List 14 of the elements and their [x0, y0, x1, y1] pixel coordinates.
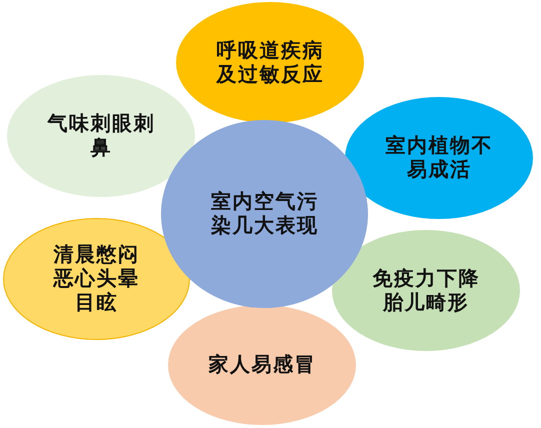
symptom-ellipse [345, 97, 533, 219]
symptom-text: 气味刺眼刺鼻 [46, 112, 156, 160]
symptom-text: 呼吸道疾病及过敏反应 [215, 38, 325, 86]
symptom-text: 免疫力下降胎儿畸形 [371, 266, 481, 314]
symptom-ellipse [176, 2, 364, 123]
symptom-text: 室内植物不易成活 [384, 134, 494, 182]
topic-text: 室内空气污染几大表现 [210, 190, 320, 238]
symptom-ellipse [168, 305, 356, 425]
topic-ellipse [161, 120, 368, 308]
symptom-ellipse [7, 75, 195, 197]
symptom-ellipse [332, 230, 520, 351]
symptom-ellipse [3, 218, 190, 340]
symptom-text: 家人易感冒 [207, 353, 317, 377]
symptom-text: 清晨憋闷恶心头晕目眩 [52, 243, 140, 315]
